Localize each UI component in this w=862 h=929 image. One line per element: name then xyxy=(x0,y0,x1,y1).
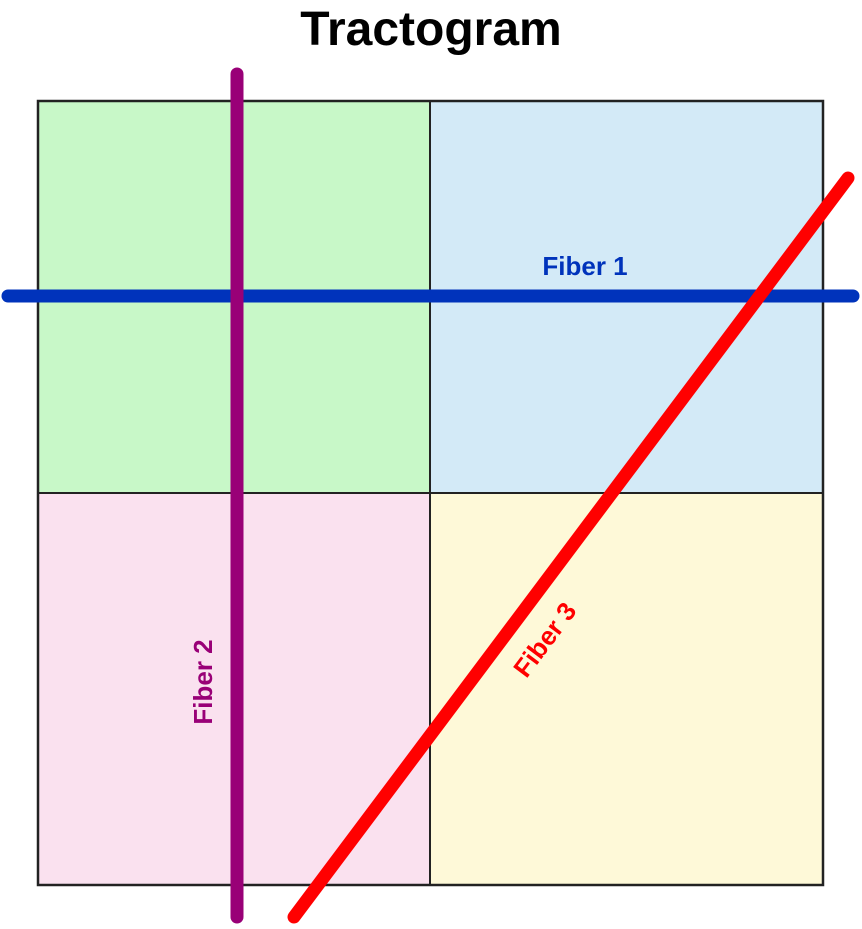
grid-border xyxy=(36,99,825,887)
grid-cell-bottom-right xyxy=(430,493,823,885)
diagram-title: Tractogram xyxy=(300,3,561,56)
fiber-2-label: Fiber 2 xyxy=(188,639,218,724)
fiber-3-line xyxy=(287,171,855,924)
fiber-1-label: Fiber 1 xyxy=(542,251,627,281)
